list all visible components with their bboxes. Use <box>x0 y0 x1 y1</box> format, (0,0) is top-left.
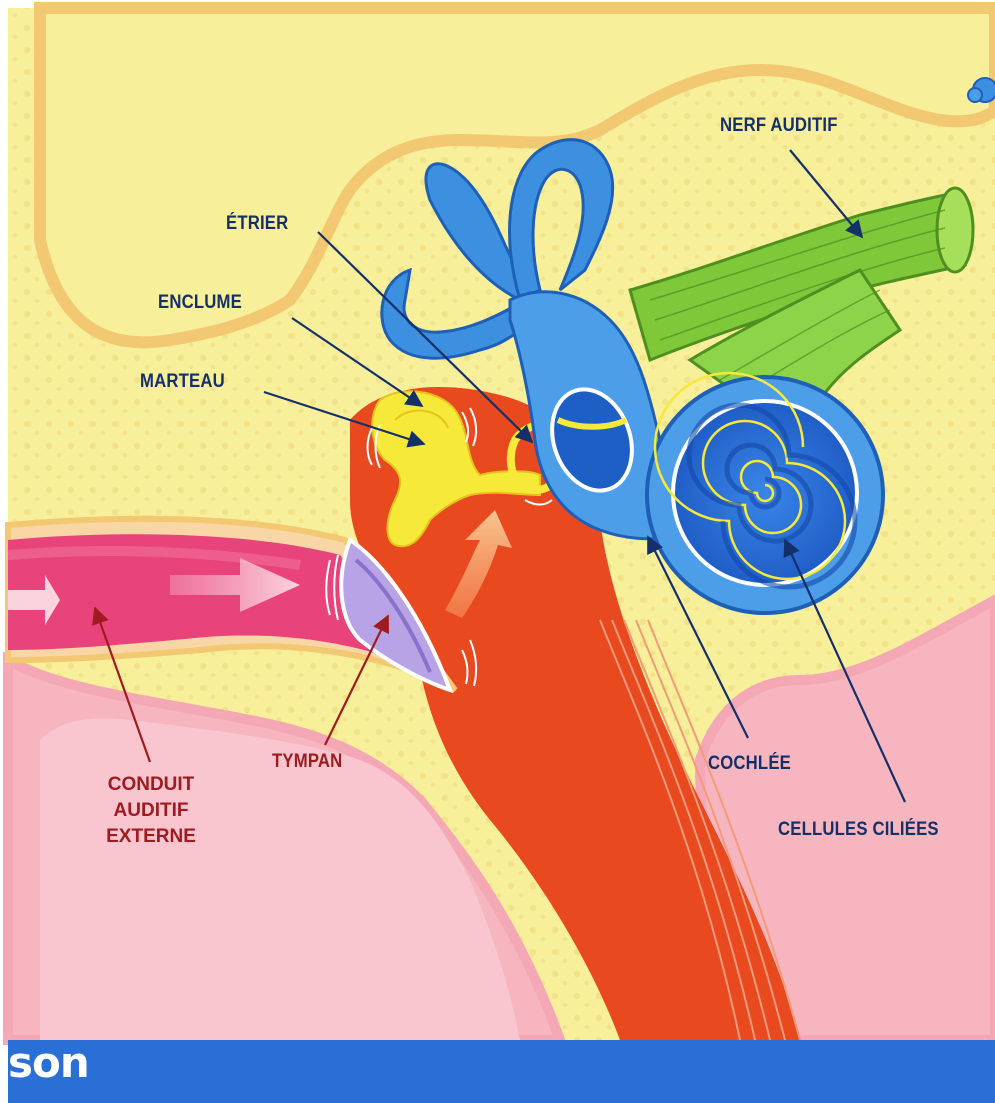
label-cochlee: COCHLÉE <box>708 751 791 777</box>
label-marteau: MARTEAU <box>140 369 225 395</box>
label-etrier: ÉTRIER <box>226 211 288 237</box>
label-conduit-line-2: AUDITIF <box>76 798 226 824</box>
label-nerf-auditif: NERF AUDITIF <box>720 113 838 139</box>
label-conduit-line-3: EXTERNE <box>76 824 226 850</box>
label-tympan: TYMPAN <box>272 749 342 775</box>
bottom-banner <box>8 1040 995 1103</box>
label-enclume: ENCLUME <box>158 290 242 316</box>
label-conduit-auditif-externe: CONDUIT AUDITIF EXTERNE <box>76 772 226 850</box>
label-cellules-ciliees: CELLULES CILIÉES <box>778 817 939 843</box>
label-conduit-line-1: CONDUIT <box>76 772 226 798</box>
banner-text: son <box>8 1038 89 1087</box>
